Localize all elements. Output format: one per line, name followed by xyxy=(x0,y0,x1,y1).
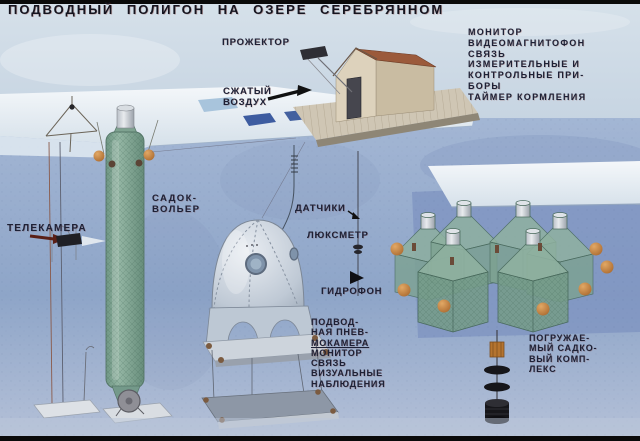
anchor-plate xyxy=(33,399,101,419)
submersible-cage-complex xyxy=(390,200,614,333)
weight-disc xyxy=(484,365,510,375)
chamber-item: ПОДВОД- xyxy=(311,317,359,327)
complex-line: ЛЕКС xyxy=(529,363,557,374)
cage-module xyxy=(497,228,569,333)
house-side-wall xyxy=(375,59,435,117)
instrument-cable xyxy=(347,151,364,296)
ice-hole xyxy=(198,97,238,112)
frame-bar-bottom xyxy=(0,436,640,441)
submersible-complex-label: ПОГРУЖАЕ- МЫЙ САДКО- ВЫЙ КОМП- ЛЕКС xyxy=(529,333,597,374)
label-compressed-air: СЖАТЫЙ ВОЗДУХ xyxy=(223,86,272,108)
label-lux-meter: ЛЮКСМЕТР xyxy=(307,230,369,241)
complex-line: ВЫЙ КОМП- xyxy=(529,353,590,364)
compressed-air-hose xyxy=(267,85,312,101)
float-ball xyxy=(397,283,411,297)
float-ball xyxy=(93,150,105,162)
float-ball xyxy=(536,302,550,316)
diagram-title: ПОДВОДНЫЙ ПОЛИГОН НА ОЗЕРЕ СЕРЕБРЯННОМ xyxy=(8,2,445,17)
cage-enclosure-column xyxy=(93,104,159,405)
pneumo-chamber-list: ПОДВОД- НАЯ ПНЕВ- МОКАМЕРА МОНИТОР СВЯЗЬ… xyxy=(311,317,385,389)
ice-hole xyxy=(243,113,276,126)
equipment-item: ТАЙМЕР КОРМЛЕНИЯ xyxy=(468,91,587,102)
tv-camera xyxy=(29,224,106,262)
tripod-buoy xyxy=(45,96,98,153)
equipment-item: МОНИТОР xyxy=(468,27,523,37)
house-door xyxy=(346,76,362,120)
mooring-cables-left xyxy=(33,141,101,419)
equipment-item: ИЗМЕРИТЕЛЬНЫЕ И xyxy=(468,59,581,70)
label-cage-enclosure: САДОК- ВОЛЬЕР xyxy=(152,193,201,215)
chamber-item: МОКАМЕРА xyxy=(311,337,370,348)
chamber-item: ВИЗУАЛЬНЫЕ xyxy=(311,368,383,379)
equipment-item: БОРЫ xyxy=(468,80,502,91)
house-roof xyxy=(355,48,437,68)
weight-disc xyxy=(484,382,510,392)
surface-station-house xyxy=(293,47,480,147)
float-ball xyxy=(589,242,603,256)
complex-line: МЫЙ САДКО- xyxy=(529,343,598,354)
lux-meter-device xyxy=(353,244,363,250)
label-sensors: ДАТЧИКИ xyxy=(295,203,346,214)
pneumo-chamber-dome xyxy=(201,219,339,429)
float-ball xyxy=(390,242,404,256)
float-ball xyxy=(578,282,592,296)
porthole-side xyxy=(289,247,299,261)
frame-bar-top xyxy=(0,0,640,4)
equipment-item: КОНТРОЛЬНЫЕ ПРИ- xyxy=(468,70,585,81)
label-hydrophone: ГИДРОФОН xyxy=(321,286,383,297)
float-ball xyxy=(437,299,451,313)
surface-equipment-list: МОНИТОР ВИДЕОМАГНИТОФОН СВЯЗЬ ИЗМЕРИТЕЛЬ… xyxy=(468,27,586,103)
chamber-item: МОНИТОР xyxy=(311,347,363,358)
float-ball xyxy=(600,260,614,274)
equipment-item: СВЯЗЬ xyxy=(468,48,506,59)
chamber-item: СВЯЗЬ xyxy=(311,358,347,369)
float-ball xyxy=(143,149,155,161)
label-tv-camera: ТЕЛЕКАМЕРА xyxy=(7,223,87,234)
chamber-item: НАЯ ПНЕВ- xyxy=(311,327,369,338)
chamber-item: НАБЛЮДЕНИЯ xyxy=(311,378,386,389)
label-projector: ПРОЖЕКТОР xyxy=(222,37,290,48)
equipment-item: ВИДЕОМАГНИТОФОН xyxy=(468,37,586,48)
hydrophone-device xyxy=(350,271,364,284)
floodlight xyxy=(300,46,353,95)
complex-line: ПОГРУЖАЕ- xyxy=(529,333,590,343)
